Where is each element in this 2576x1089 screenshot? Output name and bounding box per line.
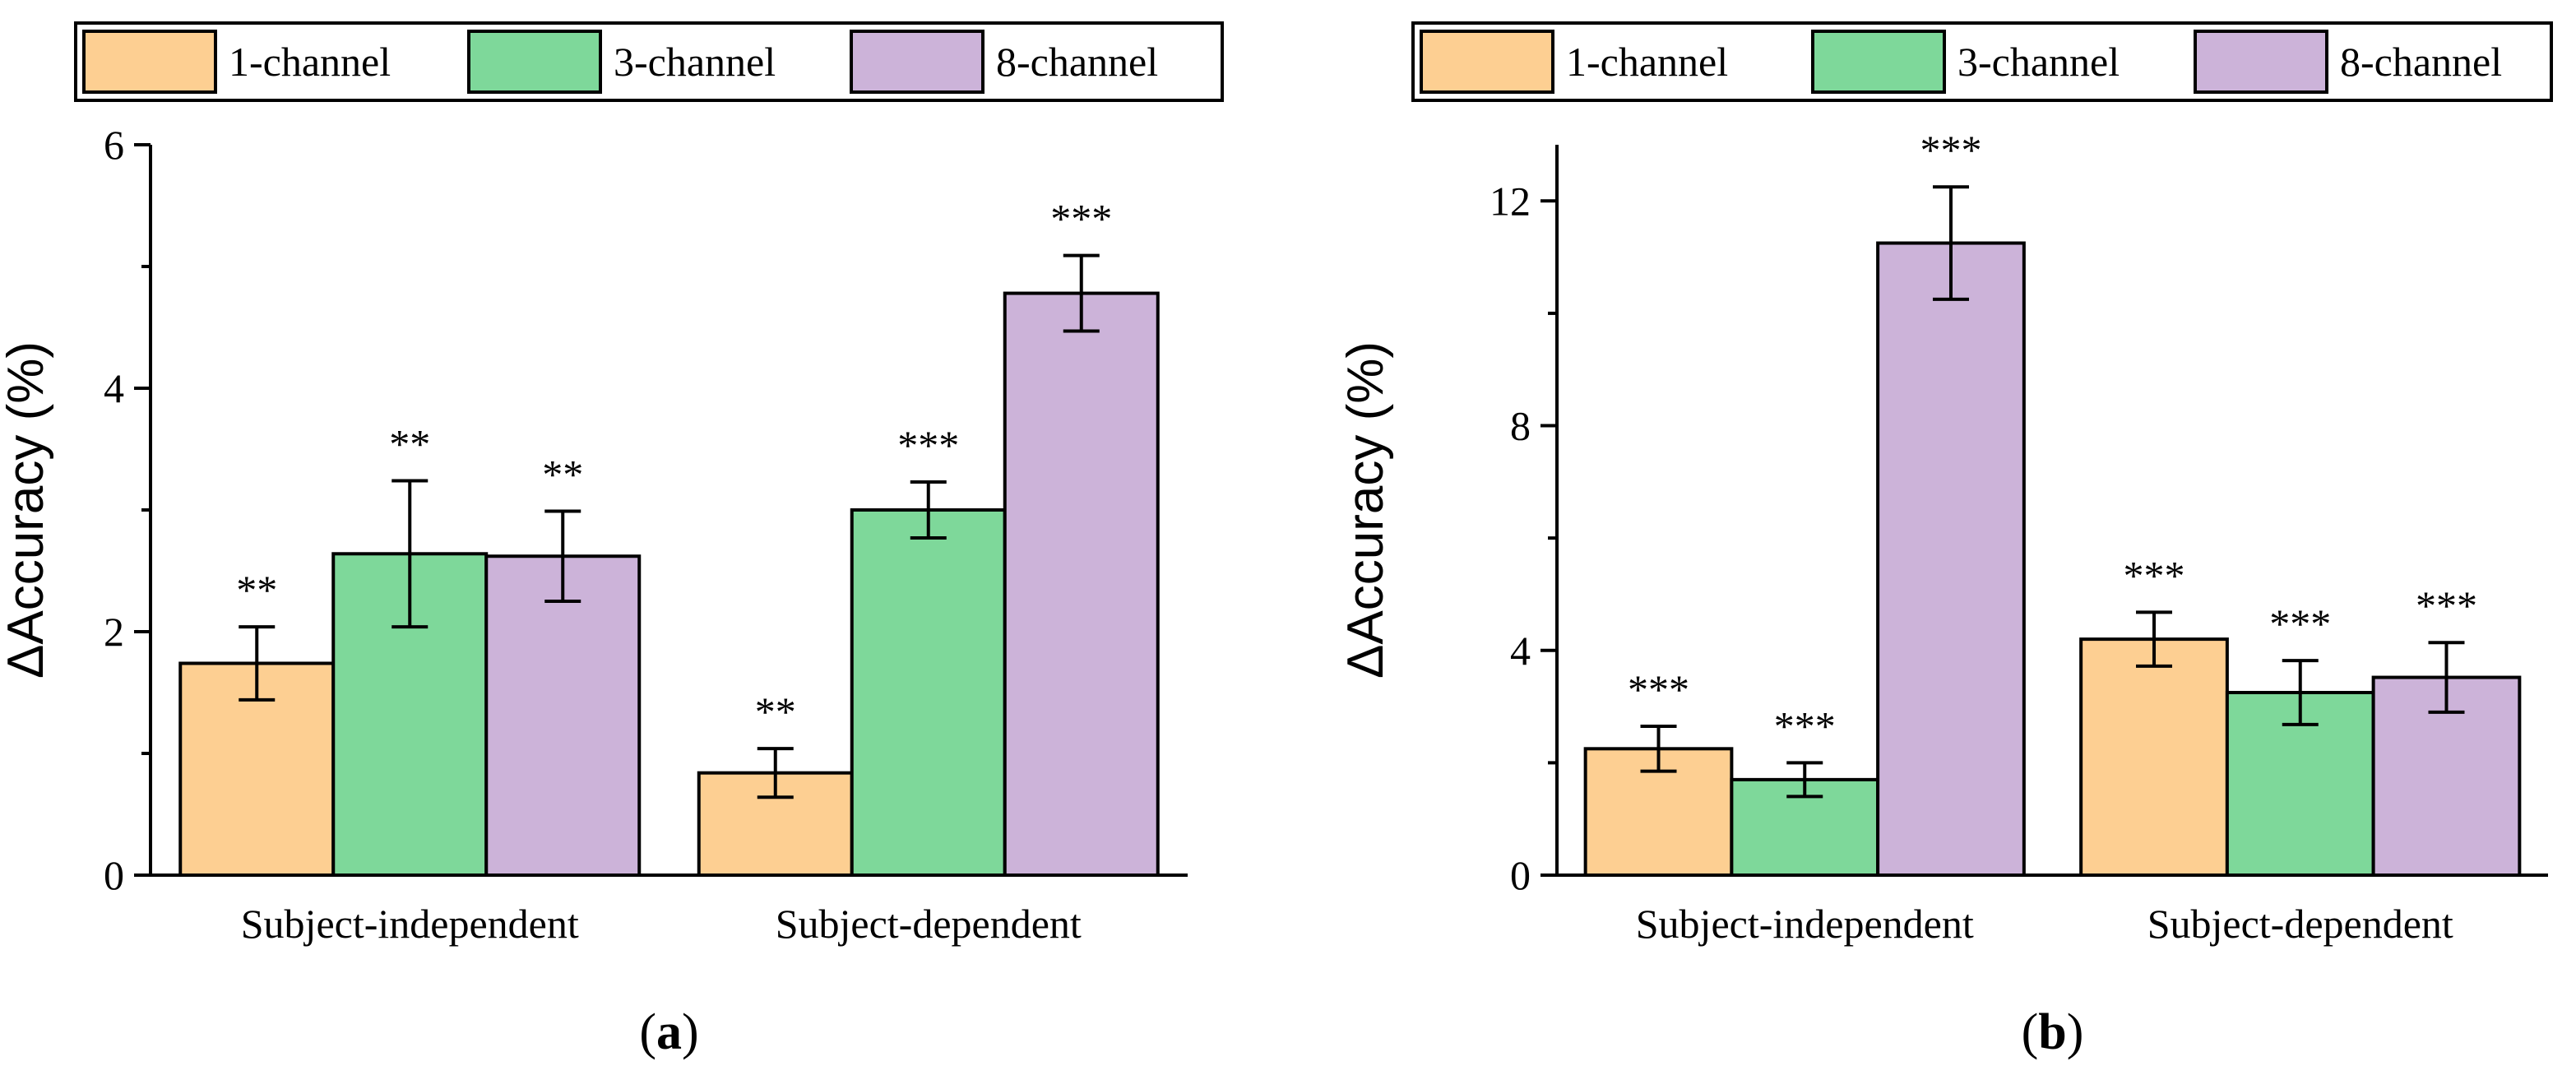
y-tick-label: 2 xyxy=(104,609,124,655)
significance-label: *** xyxy=(2416,582,2477,628)
bar-8-channel-Subject-dependent xyxy=(1003,291,1160,877)
legend: 1-channel 3-channel 8-channel xyxy=(1411,21,2553,102)
category-label: Subject-independent xyxy=(241,901,579,947)
error-bar xyxy=(544,509,581,603)
y-tick-label: 6 xyxy=(104,122,124,168)
error-bar xyxy=(1063,253,1100,333)
category-label: Subject-independent xyxy=(1636,901,1974,947)
legend-swatch-3-channel xyxy=(1811,30,1946,94)
legend-box xyxy=(74,21,1224,102)
significance-label: *** xyxy=(1774,702,1836,748)
category-label: Subject-dependent xyxy=(776,901,1082,947)
legend-swatch-1-channel xyxy=(1420,30,1554,94)
error-bar xyxy=(1786,761,1823,799)
legend-swatch-1-channel xyxy=(82,30,217,94)
significance-label: *** xyxy=(2124,552,2185,598)
error-bar xyxy=(2136,610,2173,668)
y-tick-label: 12 xyxy=(1490,178,1531,224)
axes: 0 2 4 6 xyxy=(104,122,1188,898)
legend-label: 3-channel xyxy=(614,39,776,85)
legend-label: 3-channel xyxy=(1957,39,2120,85)
legend-swatch-3-channel xyxy=(467,30,602,94)
significance-label: ** xyxy=(236,567,277,613)
y-axis-label: ΔAccuracy (%) xyxy=(1337,341,1394,679)
y-tick-label: 4 xyxy=(104,365,124,411)
error-bar xyxy=(2428,641,2465,714)
error-bar xyxy=(2282,659,2319,726)
bar-1-channel-Subject-dependent xyxy=(2079,637,2229,877)
error-bar xyxy=(1932,185,1969,301)
significance-label: ** xyxy=(542,451,583,497)
error-bar xyxy=(391,479,429,629)
bar-3-channel-Subject-dependent xyxy=(850,508,1007,877)
legend-label: 8-channel xyxy=(996,39,1158,85)
bar-8-channel-Subject-independent xyxy=(484,554,642,877)
significance-label: ** xyxy=(755,688,796,734)
significance-label: *** xyxy=(1920,127,1981,173)
significance-label: *** xyxy=(1050,196,1112,242)
error-bar xyxy=(1640,724,1677,773)
significance-label: *** xyxy=(2269,600,2331,646)
y-tick-label: 4 xyxy=(1510,628,1531,674)
error-bar xyxy=(910,480,947,540)
bars: ************** xyxy=(178,196,1160,878)
legend-label: 1-channel xyxy=(229,39,391,85)
bars: *** *** *** *** *** *** xyxy=(1583,127,2522,878)
error-bar xyxy=(239,625,276,702)
error-bar xyxy=(757,747,794,799)
y-tick-label: 0 xyxy=(1510,852,1531,898)
y-tick-label: 8 xyxy=(1510,403,1531,449)
legend-label: 1-channel xyxy=(1566,39,1728,85)
legend: 1-channel 3-channel 8-channel xyxy=(74,21,1224,102)
legend-box xyxy=(1411,21,2553,102)
legend-label: 8-channel xyxy=(2340,39,2502,85)
legend-swatch-8-channel xyxy=(2194,30,2328,94)
panel-label: (b) xyxy=(2022,1004,2084,1060)
significance-label: *** xyxy=(897,422,959,468)
significance-label: ** xyxy=(389,420,430,466)
category-label: Subject-dependent xyxy=(2147,901,2453,947)
y-axis-label: ΔAccuracy (%) xyxy=(0,341,54,679)
axes: 0 4 8 12 xyxy=(1490,145,2548,898)
significance-label: *** xyxy=(1628,666,1689,712)
bar-8-channel-Subject-independent xyxy=(1876,241,2026,877)
panel-label: (a) xyxy=(639,1004,698,1060)
legend-swatch-8-channel xyxy=(850,30,985,94)
y-tick-label: 0 xyxy=(104,852,124,898)
